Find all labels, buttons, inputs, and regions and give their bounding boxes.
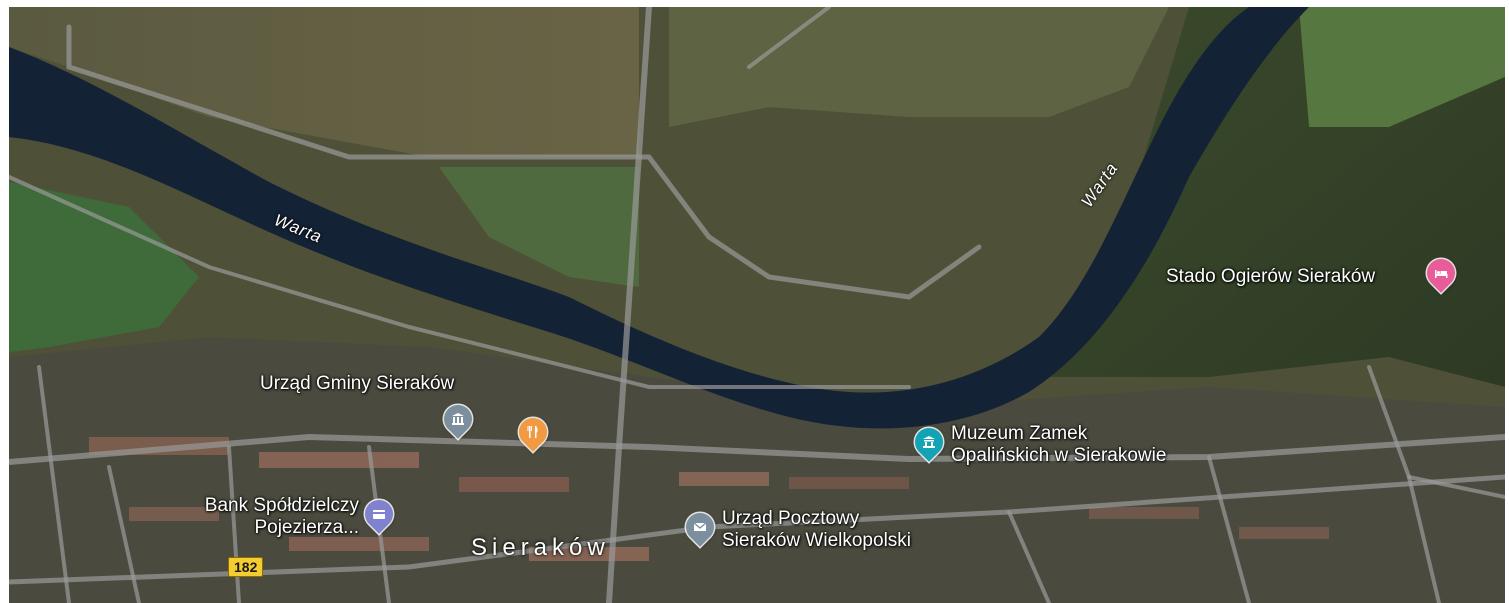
satellite-map[interactable]: Warta Warta Sieraków 182 Urząd Gminy Sie… [9,7,1505,603]
place-label-bank[interactable]: Bank Spółdzielczy Pojezierza... [169,495,359,539]
place-marker-urzad-gminy[interactable] [438,399,478,439]
hotel-bed-icon [1434,266,1448,280]
field-green-top-right [1299,7,1505,127]
town-label: Sieraków [471,534,610,561]
place-label-muzeum-line2: Opalińskich w Sierakowie [951,445,1167,466]
mail-icon [693,520,707,534]
river-warta [9,7,1309,429]
road-shield-182: 182 [228,557,264,577]
place-label-muzeum-line1: Muzeum Zamek [951,423,1088,444]
town-rooftops [89,437,1329,561]
place-label-poczta-line1: Urząd Pocztowy [722,508,860,529]
place-marker-poczta[interactable] [680,507,720,547]
field-green-left [9,182,199,352]
bank-card-icon [372,507,386,521]
place-marker-stado[interactable] [1421,253,1461,293]
forest-right [1049,7,1505,387]
place-label-poczta[interactable]: Urząd Pocztowy Sieraków Wielkopolski [722,508,911,552]
bank-building-icon [451,412,465,426]
museum-icon [922,435,936,449]
place-marker-bank[interactable] [359,494,399,534]
place-label-urzad-gminy[interactable]: Urząd Gminy Sieraków [260,373,455,394]
place-label-poczta-line2: Sieraków Wielkopolski [722,530,912,551]
place-label-muzeum[interactable]: Muzeum Zamek Opalińskich w Sierakowie [951,423,1166,467]
place-marker-muzeum[interactable] [909,422,949,462]
place-label-bank-line2: Pojezierza... [254,517,359,538]
field-top-middle [669,7,1169,127]
place-label-stado[interactable]: Stado Ogierów Sieraków [1166,266,1376,287]
place-marker-restaurant[interactable] [513,412,553,452]
town-area [9,337,1505,603]
place-label-bank-line1: Bank Spółdzielczy [204,495,359,516]
map-imagery [9,7,1505,603]
field-green-center [439,167,639,287]
field-top-left [9,7,639,157]
restaurant-fork-knife-icon [526,425,540,439]
